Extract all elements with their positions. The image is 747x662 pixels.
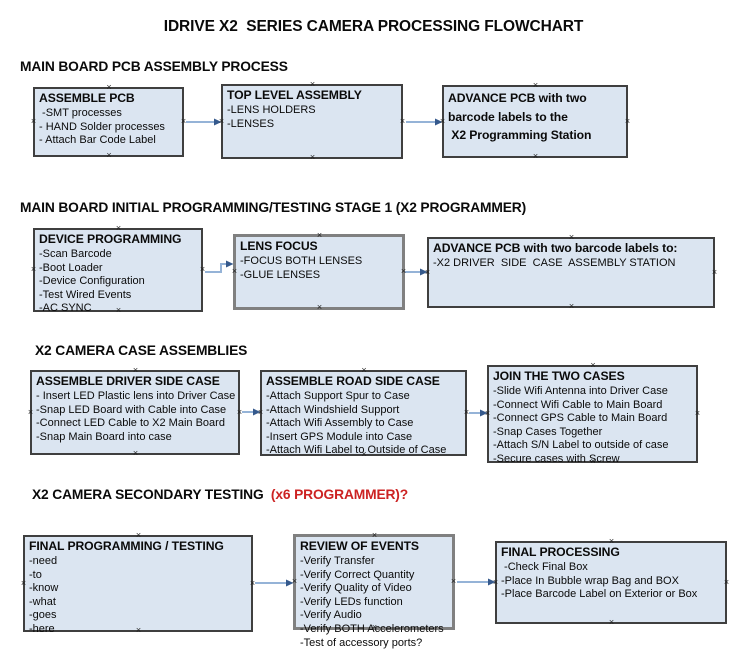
box-title: LENS FOCUS [240, 239, 318, 253]
connection-point-icon: × [361, 365, 367, 375]
connection-point-icon: × [568, 301, 575, 311]
box-items: -LENS HOLDERS -LENSES [227, 104, 316, 130]
connection-point-icon: × [371, 622, 378, 632]
connection-point-icon: × [30, 116, 37, 126]
box-items: -Scan Barcode -Boot Loader -Device Confi… [39, 248, 145, 315]
connection-point-icon: × [27, 406, 34, 417]
box-items: - Insert LED Plastic lens into Driver Ca… [36, 390, 236, 443]
box-items: -FOCUS BOTH LENSES -GLUE LENSES [240, 255, 363, 281]
connection-point-icon: × [400, 266, 407, 276]
box-title: JOIN THE TWO CASES [493, 369, 625, 383]
flow-arrow [205, 260, 234, 273]
connection-point-icon: × [115, 223, 122, 233]
box-items: -SMT processes - HAND Solder processes -… [39, 107, 165, 147]
flow-box-lens-focus[interactable]: × × × × LENS FOCUS -FOCUS BOTH LENSES -G… [231, 230, 407, 312]
box-items: -Check Final Box -Place In Bubble wrap B… [501, 561, 698, 601]
section-heading-red-part: (x6 PROGRAMMER)? [263, 487, 409, 502]
connection-point-icon: × [450, 576, 457, 586]
connection-point-icon: × [106, 82, 112, 92]
connection-point-icon: × [257, 407, 264, 417]
flow-box-top-level-assembly[interactable]: × × × × TOP LEVEL ASSEMBLY -LENS HOLDERS… [218, 79, 406, 162]
connection-point-icon: × [115, 305, 122, 315]
connection-point-icon: × [199, 264, 206, 274]
connection-point-icon: × [20, 577, 27, 588]
connection-point-icon: × [484, 408, 491, 418]
flow-box-final-programming-testing[interactable]: × × × × FINAL PROGRAMMING / TESTING -nee… [20, 530, 256, 635]
connection-point-icon: × [590, 456, 596, 466]
connection-point-icon: × [694, 408, 701, 418]
connection-point-icon: × [236, 406, 243, 417]
box-title: TOP LEVEL ASSEMBLY [227, 88, 362, 102]
connection-point-icon: × [180, 116, 187, 126]
box-items: -X2 DRIVER SIDE CASE ASSEMBLY STATION [433, 257, 676, 269]
box-title: ASSEMBLE PCB [39, 91, 135, 105]
flow-box-advance-pcb-programming-station[interactable]: × × × × ADVANCE PCB with two barcode lab… [439, 80, 631, 161]
page-title: IDRIVE X2 SERIES CAMERA PROCESSING FLOWC… [163, 18, 584, 35]
connection-point-icon: × [532, 80, 539, 90]
box-title: FINAL PROCESSING [501, 545, 620, 559]
connection-point-icon: × [316, 302, 323, 312]
flow-box-assemble-pcb[interactable]: × × × × ASSEMBLE PCB -SMT processes - HA… [30, 82, 187, 160]
box-title: ASSEMBLE DRIVER SIDE CASE [36, 374, 220, 388]
connection-point-icon: × [439, 115, 446, 126]
connection-point-icon: × [492, 576, 499, 587]
box-title: REVIEW OF EVENTS [300, 539, 419, 553]
flow-box-assemble-driver-side-case[interactable]: × × × × ASSEMBLE DRIVER SIDE CASE - Inse… [27, 365, 243, 458]
connection-point-icon: × [309, 79, 316, 89]
section-heading-secondary-testing: X2 CAMERA SECONDARY TESTING (x6 PROGRAMM… [32, 487, 408, 502]
box-text: ADVANCE PCB with two barcode labels to t… [448, 91, 592, 142]
box-title: ASSEMBLE ROAD SIDE CASE [266, 374, 440, 388]
box-items: -need -to -know -what -goes -here [29, 555, 59, 635]
connection-point-icon: × [608, 536, 615, 546]
flow-box-advance-pcb-case-assembly[interactable]: × × × × ADVANCE PCB with two barcode lab… [424, 232, 718, 311]
connection-point-icon: × [424, 266, 431, 277]
connection-point-icon: × [291, 576, 298, 586]
connection-point-icon: × [231, 266, 238, 276]
connection-point-icon: × [608, 617, 615, 627]
box-items: -Slide Wifi Antenna into Driver Case -Co… [493, 385, 669, 465]
connection-point-icon: × [309, 152, 316, 162]
connection-point-icon: × [568, 232, 575, 242]
connection-point-icon: × [316, 230, 323, 240]
box-title: DEVICE PROGRAMMING [39, 232, 182, 246]
connection-point-icon: × [711, 266, 718, 277]
connection-point-icon: × [532, 151, 539, 161]
section-heading-pcb-assembly: MAIN BOARD PCB ASSEMBLY PROCESS [20, 59, 288, 74]
flow-box-assemble-road-side-case[interactable]: × × × × ASSEMBLE ROAD SIDE CASE -Attach … [257, 365, 470, 459]
connection-point-icon: × [135, 530, 142, 540]
connection-point-icon: × [132, 365, 139, 375]
flow-box-final-processing[interactable]: × × × × FINAL PROCESSING -Check Final Bo… [492, 536, 730, 627]
box-title: ADVANCE PCB with two barcode labels to: [433, 241, 678, 255]
box-title: FINAL PROGRAMMING / TESTING [29, 539, 224, 553]
connection-point-icon: × [135, 625, 142, 635]
connection-point-icon: × [218, 115, 225, 126]
connection-point-icon: × [30, 264, 37, 274]
connection-point-icon: × [106, 150, 112, 160]
flow-box-review-of-events[interactable]: × × × × REVIEW OF EVENTS -Verify Transfe… [291, 530, 457, 649]
connection-point-icon: × [463, 407, 470, 417]
connection-point-icon: × [590, 360, 596, 370]
connection-point-icon: × [371, 530, 378, 540]
connection-point-icon: × [399, 115, 406, 126]
flow-box-device-programming[interactable]: × × × × DEVICE PROGRAMMING -Scan Barcode… [30, 223, 206, 315]
connection-point-icon: × [132, 448, 139, 458]
box-items: -Verify Transfer -Verify Correct Quantit… [300, 555, 444, 649]
section-heading-black-part: X2 CAMERA SECONDARY TESTING [32, 487, 264, 502]
flow-box-join-the-two-cases[interactable]: × × × × JOIN THE TWO CASES -Slide Wifi A… [484, 360, 701, 466]
connection-point-icon: × [361, 449, 367, 459]
connection-point-icon: × [723, 576, 730, 587]
connection-point-icon: × [624, 115, 631, 126]
section-heading-case-assemblies: X2 CAMERA CASE ASSEMBLIES [35, 343, 248, 358]
connection-point-icon: × [249, 577, 256, 588]
box-items: -Attach Support Spur to Case -Attach Win… [266, 390, 447, 457]
section-heading-initial-programming: MAIN BOARD INITIAL PROGRAMMING/TESTING S… [20, 200, 527, 215]
